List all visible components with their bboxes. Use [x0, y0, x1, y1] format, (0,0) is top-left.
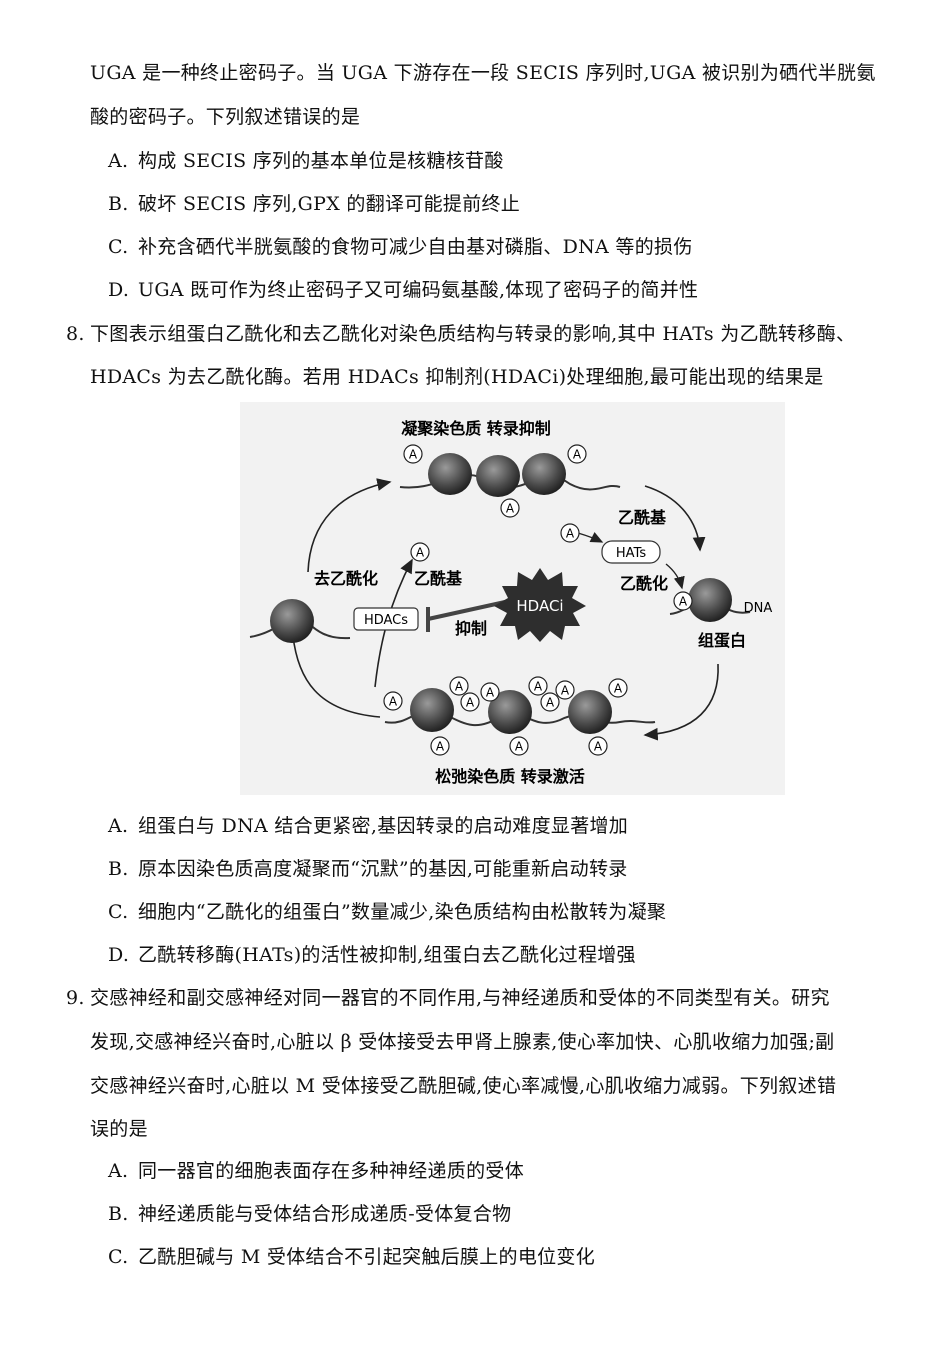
acetyl-mark	[560, 523, 580, 543]
q9-stem-text: 交感神经和副交感神经对同一器官的不同作用,与神经递质和受体的不同类型有关。研究	[90, 987, 830, 1009]
option-text: 原本因染色质高度凝聚而“沉默”的基因,可能重新启动转录	[138, 858, 628, 880]
hats-box	[601, 540, 661, 564]
q8-option-d: D. 乙酰转移酶(HATs)的活性被抑制,组蛋白去乙酰化过程增强	[108, 942, 636, 968]
nucleosome	[476, 455, 520, 497]
svg-text:A: A	[566, 527, 575, 541]
option-label: C.	[108, 901, 129, 923]
option-label: B.	[108, 1203, 129, 1225]
svg-text:A: A	[466, 696, 475, 710]
q8-stem-line-1: 8.下图表示组蛋白乙酰化和去乙酰化对染色质结构与转录的影响,其中 HATs 为乙…	[66, 321, 855, 347]
svg-text:A: A	[455, 680, 464, 694]
deacetylation-label: 去乙酰化	[314, 569, 378, 588]
option-text: 同一器官的细胞表面存在多种神经递质的受体	[138, 1160, 525, 1182]
inhibit-line	[427, 600, 506, 621]
option-label: C.	[108, 1246, 129, 1268]
q7-stem-line-2: 酸的密码子。下列叙述错误的是	[90, 106, 361, 128]
hats-label: HATs	[616, 546, 646, 561]
arrow-top-to-right	[644, 485, 706, 552]
svg-text:A: A	[546, 696, 555, 710]
q8-stem-text: 下图表示组蛋白乙酰化和去乙酰化对染色质结构与转录的影响,其中 HATs 为乙酰转…	[90, 323, 856, 345]
svg-text:A: A	[436, 740, 445, 754]
svg-text:A: A	[389, 695, 398, 709]
relaxed-chromatin	[384, 688, 656, 734]
q9-stem-line-3: 交感神经兴奋时,心脏以 M 受体接受乙酰胆碱,使心率减慢,心肌收缩力减弱。下列叙…	[90, 1075, 837, 1097]
arrow-hats-to-histone	[665, 563, 685, 590]
q7-option-c: C. 补充含硒代半胱氨酸的食物可减少自由基对磷脂、DNA 等的损伤	[108, 234, 693, 260]
q9-stem-line-2: 发现,交感神经兴奋时,心脏以 β 受体接受去甲肾上腺素,使心率加快、心肌收缩力加…	[90, 1031, 835, 1053]
arrow-acetyl-to-hats	[577, 531, 604, 543]
option-text: UGA 既可作为终止密码子又可编码氨基酸,体现了密码子的简并性	[138, 279, 699, 301]
svg-text:A: A	[679, 595, 688, 609]
option-label: A.	[108, 150, 129, 172]
q9-stem-line-1: 9.交感神经和副交感神经对同一器官的不同作用,与神经递质和受体的不同类型有关。研…	[66, 985, 830, 1011]
acetyl-mark	[410, 542, 430, 562]
svg-text:A: A	[534, 680, 543, 694]
q7-option-a: A. 构成 SECIS 序列的基本单位是核糖核苷酸	[108, 148, 504, 174]
option-text: 破坏 SECIS 序列,GPX 的翻译可能提前终止	[138, 193, 521, 215]
option-label: C.	[108, 236, 129, 258]
right-nucleosome: A	[669, 578, 751, 622]
q7-option-b: B. 破坏 SECIS 序列,GPX 的翻译可能提前终止	[108, 191, 520, 217]
option-label: A.	[108, 1160, 129, 1182]
arrow-left-to-top	[307, 478, 392, 573]
option-text: 补充含硒代半胱氨酸的食物可减少自由基对磷脂、DNA 等的损伤	[138, 236, 693, 258]
acetyl-marks-top: A A A	[403, 444, 587, 518]
hdaci-starburst	[494, 568, 586, 642]
q9-option-b: B. 神经递质能与受体结合形成递质-受体复合物	[108, 1201, 511, 1227]
arrow-right-to-bottom	[643, 663, 719, 741]
svg-text:A: A	[506, 502, 515, 516]
option-text: 构成 SECIS 序列的基本单位是核糖核苷酸	[138, 150, 504, 172]
q9-stem-line-4: 误的是	[90, 1118, 148, 1140]
q8-option-c: C. 细胞内“乙酰化的组蛋白”数量减少,染色质结构由松散转为凝聚	[108, 899, 666, 925]
option-text: 组蛋白与 DNA 结合更紧密,基因转录的启动难度显著增加	[138, 815, 629, 837]
svg-text:A: A	[515, 740, 524, 754]
svg-text:A: A	[614, 682, 623, 696]
histone-label: 组蛋白	[698, 631, 746, 650]
question-number: 8.	[66, 323, 85, 345]
q8-option-a: A. 组蛋白与 DNA 结合更紧密,基因转录的启动难度显著增加	[108, 813, 628, 839]
option-label: B.	[108, 858, 129, 880]
q7-option-d: D. UGA 既可作为终止密码子又可编码氨基酸,体现了密码子的简并性	[108, 277, 698, 303]
svg-text:A: A	[573, 448, 582, 462]
q8-stem-line-2: HDACs 为去乙酰化酶。若用 HDACs 抑制剂(HDACi)处理细胞,最可能…	[90, 366, 824, 388]
dna-label: DNA	[744, 601, 773, 616]
option-text: 神经递质能与受体结合形成递质-受体复合物	[138, 1203, 512, 1225]
acetyl-right-label: 乙酰基	[618, 508, 667, 527]
option-label: A.	[108, 815, 129, 837]
condensed-chromatin	[399, 453, 621, 497]
acetylation-label: 乙酰化	[620, 574, 668, 593]
top-title: 凝聚染色质 转录抑制	[401, 419, 551, 438]
option-label: D.	[108, 944, 130, 966]
option-text: 乙酰转移酶(HATs)的活性被抑制,组蛋白去乙酰化过程增强	[138, 944, 636, 966]
nucleosome	[522, 453, 566, 495]
option-label: D.	[108, 279, 130, 301]
acetyl-marks-bottom: A A A A A A A A A A A	[383, 676, 628, 756]
inhibit-label: 抑制	[455, 619, 487, 638]
q7-stem-line-1: UGA 是一种终止密码子。当 UGA 下游存在一段 SECIS 序列时,UGA …	[90, 62, 876, 84]
q9-option-a: A. 同一器官的细胞表面存在多种神经递质的受体	[108, 1158, 524, 1184]
option-text: 乙酰胆碱与 M 受体结合不引起突触后膜上的电位变化	[138, 1246, 596, 1268]
left-nucleosome	[249, 599, 351, 643]
svg-text:A: A	[416, 546, 425, 560]
hdacs-label: HDACs	[364, 613, 408, 628]
svg-text:A: A	[486, 686, 495, 700]
histone-acetylation-diagram: 凝聚染色质 转录抑制 A A A 去乙酰化 A 乙酰基 HDACs 抑制 HDA…	[240, 402, 785, 795]
bottom-title: 松弛染色质 转录激活	[435, 767, 585, 786]
svg-text:A: A	[409, 448, 418, 462]
nucleosome	[428, 453, 472, 495]
option-label: B.	[108, 193, 129, 215]
hdacs-box	[353, 607, 419, 631]
hdaci-label: HDACi	[516, 597, 563, 615]
q9-option-c: C. 乙酰胆碱与 M 受体结合不引起突触后膜上的电位变化	[108, 1244, 595, 1270]
question-number: 9.	[66, 987, 85, 1009]
acetyl-left-label: 乙酰基	[414, 569, 463, 588]
svg-text:A: A	[561, 684, 570, 698]
svg-text:A: A	[594, 740, 603, 754]
option-text: 细胞内“乙酰化的组蛋白”数量减少,染色质结构由松散转为凝聚	[138, 901, 667, 923]
q8-option-b: B. 原本因染色质高度凝聚而“沉默”的基因,可能重新启动转录	[108, 856, 628, 882]
